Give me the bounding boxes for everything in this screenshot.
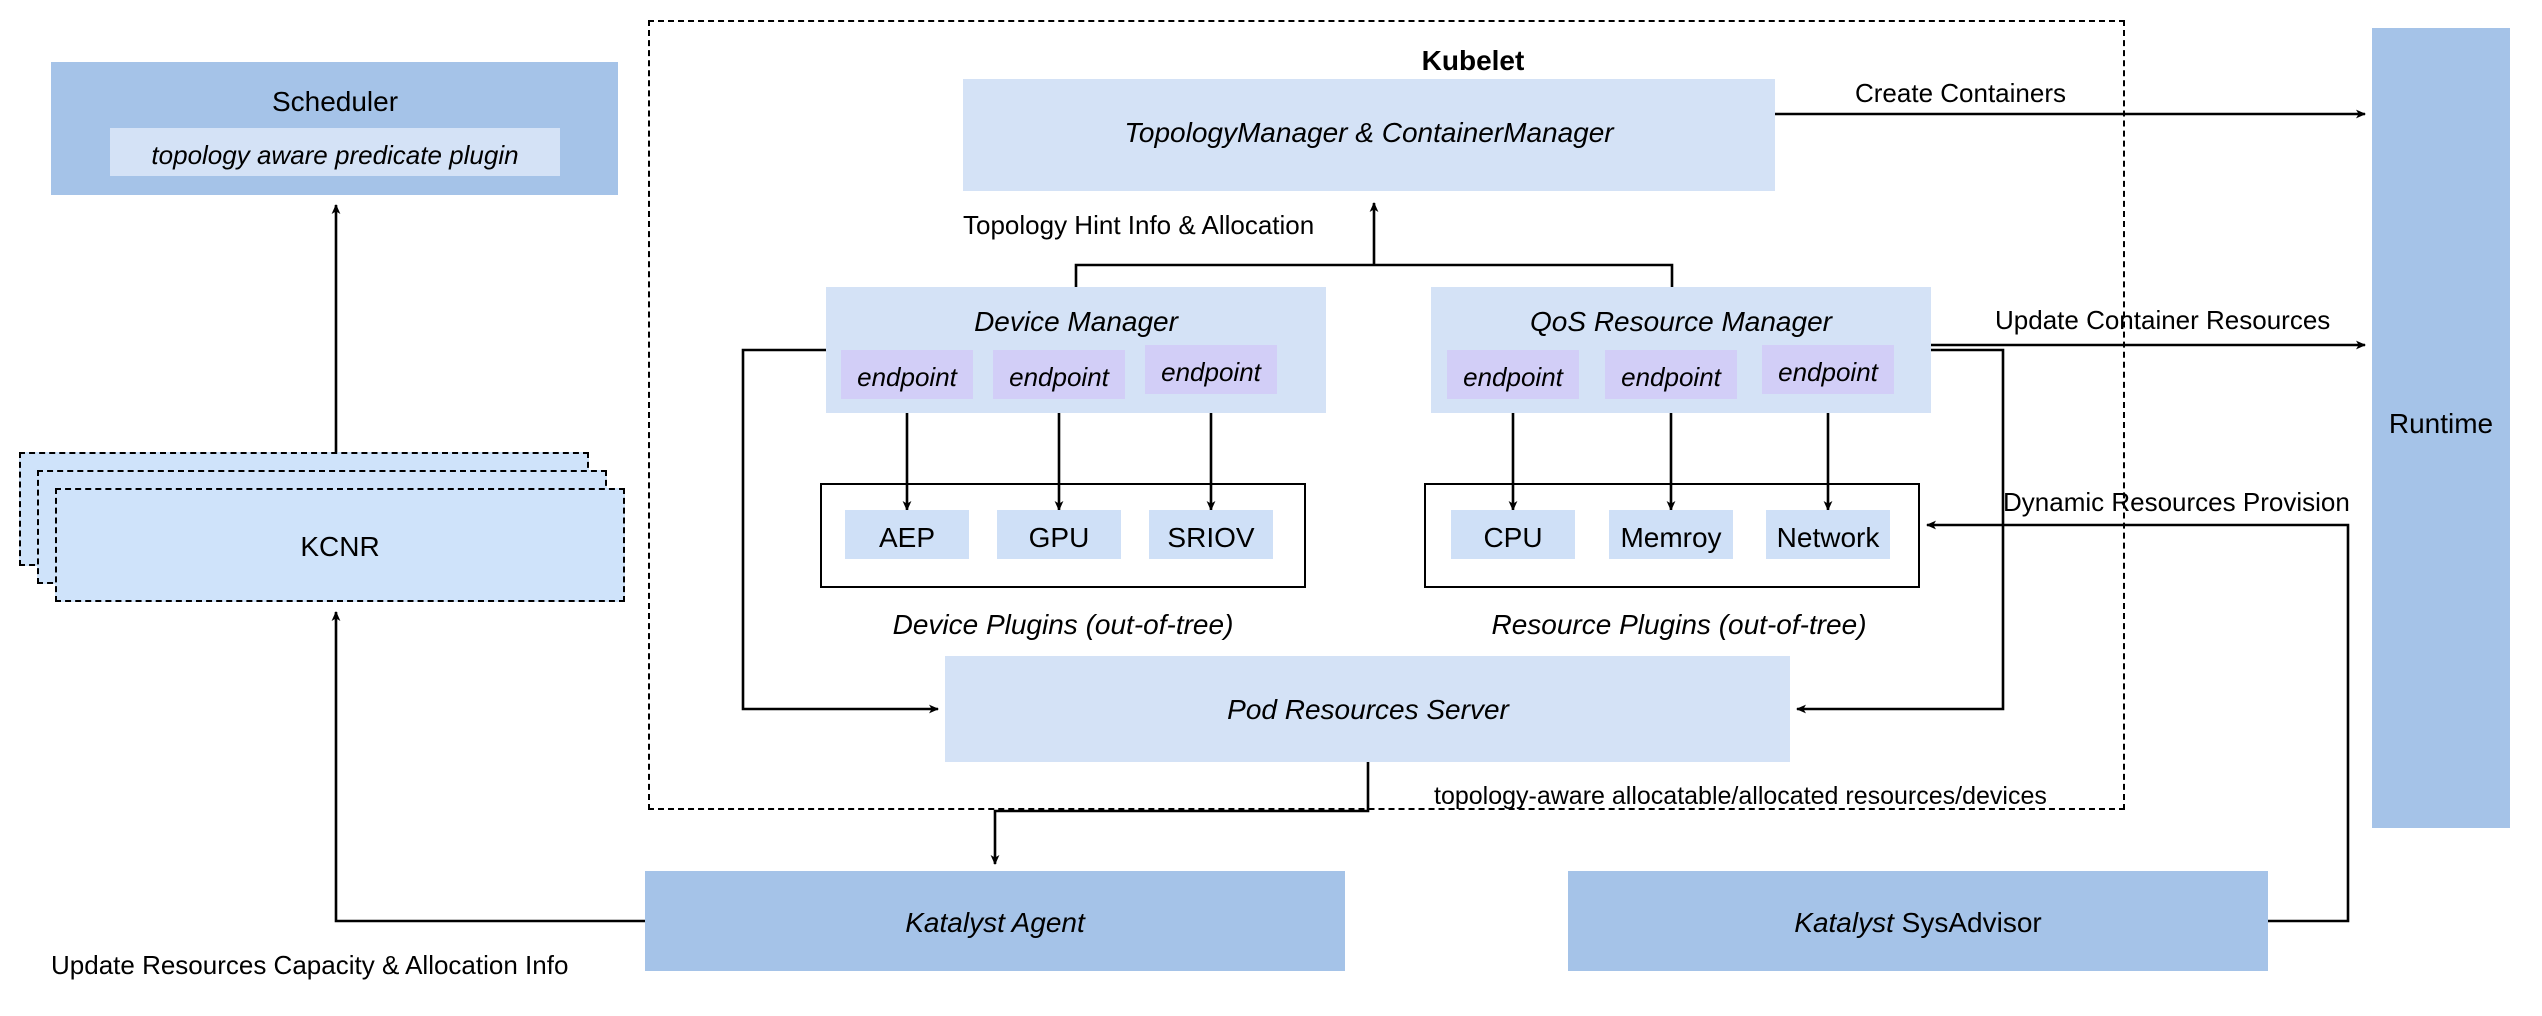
device-manager-endpoint-1-label: endpoint <box>1009 362 1109 392</box>
kubelet-title: Kubelet <box>1421 45 1525 76</box>
device-plugin-gpu[interactable] <box>997 510 1121 559</box>
runtime-label: Runtime <box>2388 408 2494 439</box>
device-manager-endpoint-1[interactable] <box>993 350 1125 399</box>
device-manager-endpoint-0-label: endpoint <box>857 362 957 392</box>
katalyst-agent-box[interactable] <box>645 871 1345 971</box>
kcnr-label: KCNR <box>300 531 380 562</box>
katalyst-sysadvisor-label-plain: SysAdvisor <box>1901 907 2042 938</box>
edge-label-dynamic-resources-provision: Dynamic Resources Provision <box>2003 487 2350 517</box>
wire-agent-to-kcnr <box>331 611 645 923</box>
qos-resource-manager-label: QoS Resource Manager <box>1530 306 1832 337</box>
device-plugin-gpu-label: GPU <box>1028 522 1090 553</box>
resource-plugin-network-label: Network <box>1776 522 1880 553</box>
qos-endpoint-1-label: endpoint <box>1621 362 1721 392</box>
edge-label-update-resources-capacity: Update Resources Capacity & Allocation I… <box>51 950 569 980</box>
qos-endpoint-1[interactable] <box>1605 350 1737 399</box>
runtime-box[interactable] <box>2372 28 2510 828</box>
device-plugin-sriov[interactable] <box>1149 510 1273 559</box>
topology-aware-predicate-plugin-label: topology aware predicate plugin <box>151 140 519 170</box>
device-plugin-sriov-label: SRIOV <box>1167 522 1255 553</box>
device-manager-endpoint-2[interactable] <box>1145 345 1277 394</box>
resource-plugin-cpu[interactable] <box>1451 510 1575 559</box>
resource-plugin-cpu-label: CPU <box>1483 522 1543 553</box>
device-plugin-aep-label: AEP <box>878 522 936 553</box>
pod-resources-server-box[interactable] <box>945 656 1790 762</box>
topology-manager-label: TopologyManager & ContainerManager <box>1124 117 1614 148</box>
pod-resources-server-label: Pod Resources Server <box>1227 694 1509 725</box>
device-manager-endpoint-2-label: endpoint <box>1161 357 1261 387</box>
scheduler-label: Scheduler <box>271 86 399 117</box>
device-plugins-caption: Device Plugins (out-of-tree) <box>892 609 1234 640</box>
edge-label-topology-hint: Topology Hint Info & Allocation <box>963 210 1315 240</box>
katalyst-sysadvisor-label-italic: Katalyst <box>1794 907 1894 938</box>
resource-plugins-caption: Resource Plugins (out-of-tree) <box>1491 609 1867 640</box>
edge-label-topology-aware-alloc: topology-aware allocatable/allocated res… <box>1434 782 2047 810</box>
device-manager-label: Device Manager <box>974 306 1178 337</box>
qos-endpoint-0-label: endpoint <box>1463 362 1563 392</box>
qos-endpoint-2-label: endpoint <box>1778 357 1878 387</box>
topology-aware-predicate-plugin-box[interactable] <box>110 128 560 176</box>
resource-plugin-memory[interactable] <box>1609 510 1733 559</box>
resource-plugin-memory-label: Memroy <box>1620 522 1722 553</box>
edge-label-create-containers: Create Containers <box>1855 78 2066 108</box>
katalyst-sysadvisor-label: Katalyst SysAdvisor <box>1794 907 2041 939</box>
kcnr-stack-layer-front[interactable] <box>55 488 625 602</box>
katalyst-agent-label: Katalyst Agent <box>905 907 1085 938</box>
qos-endpoint-0[interactable] <box>1447 350 1579 399</box>
edge-label-update-container-resources: Update Container Resources <box>1995 305 2331 335</box>
kubelet-boundary <box>648 20 2125 810</box>
topology-manager-box[interactable] <box>963 79 1775 191</box>
